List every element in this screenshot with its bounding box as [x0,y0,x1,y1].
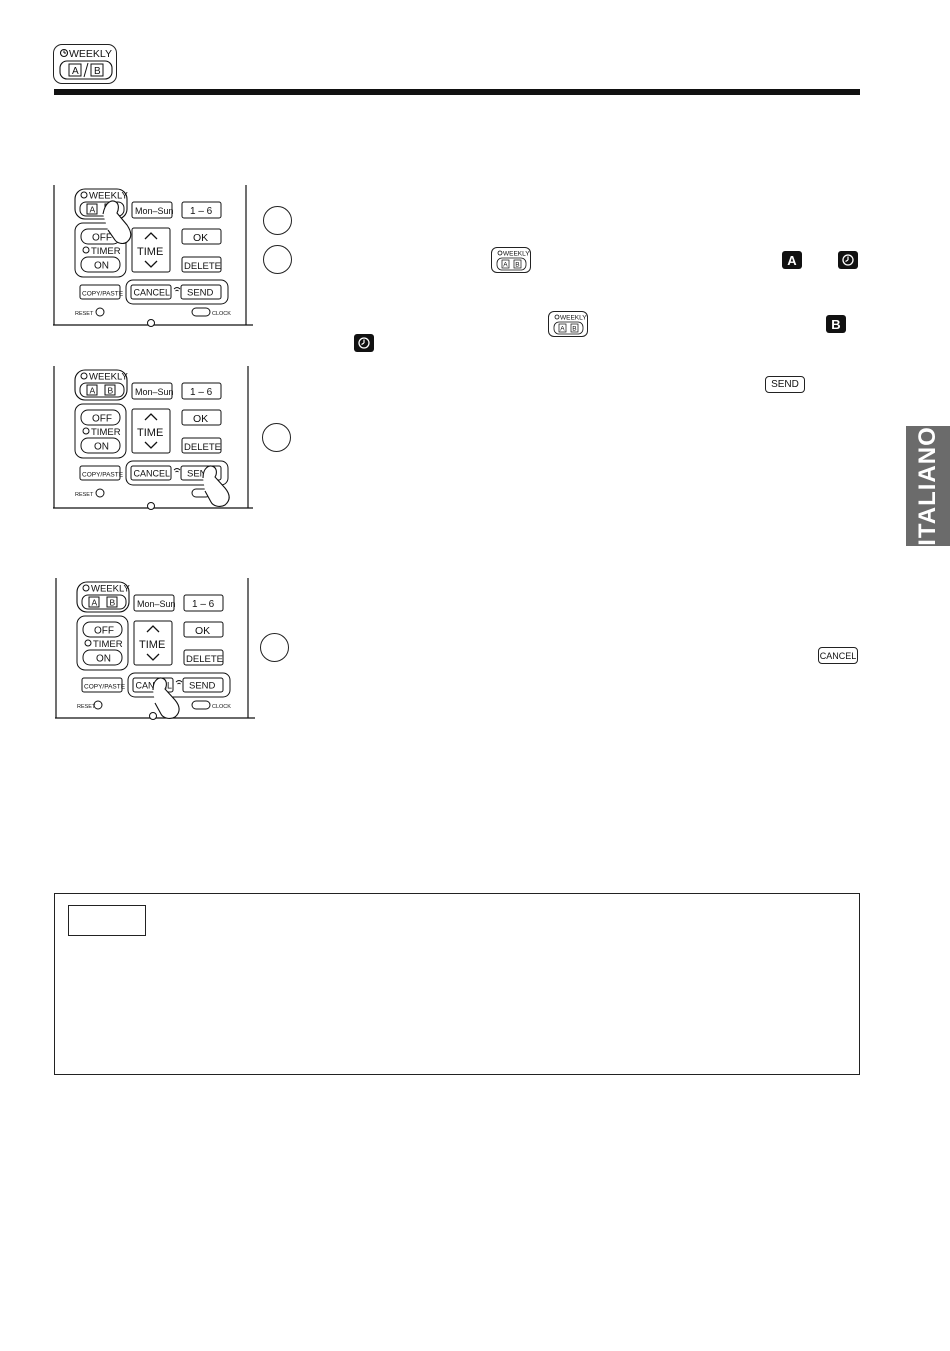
inline-send-button-icon: SEND [765,376,805,393]
remote3-clock-text: CLOCK [212,704,231,710]
remote2-copy-paste-text: COPY/PASTE [82,472,124,479]
inline2-b-text: B [572,326,576,333]
inline1-weekly-text: WEEKLY [503,251,530,258]
remote1-send-text: SEND [187,288,214,299]
note-label-box [68,905,146,936]
pressing-hand-icon [152,677,180,719]
remote2-on-text: ON [94,442,109,453]
step-circle-4 [260,633,289,662]
remote1-one-six-text: 1 – 6 [190,206,213,217]
remote3-b-text: B [110,598,116,608]
step-circle-1 [263,206,292,235]
clock-marker-icon [838,251,858,269]
remote-illustration-weekly: WEEKLY A B Mon–Sun 1 – 6 OFF TIMER ON TI… [53,185,253,330]
note-box [54,893,860,1075]
remote2-time-text: TIME [137,427,163,439]
remote1-ok-text: OK [193,232,208,244]
remote1-on-text: ON [94,261,109,272]
remote1-weekly-text: WEEKLY [89,191,129,202]
remote1-copy-paste-text: COPY/PASTE [82,291,124,298]
header-rule [54,89,860,95]
schedule-b-marker: B [826,315,846,333]
remote3-copy-paste-text: COPY/PASTE [84,684,126,691]
remote3-weekly-text: WEEKLY [91,584,131,595]
inline2-weekly-text: WEEKLY [560,315,587,322]
badge-b-text: B [94,66,101,77]
remote1-reset-text: RESET [75,311,94,317]
remote3-timer-text: TIMER [93,639,123,650]
remote2-mon-sun-text: Mon–Sun [135,387,174,397]
remote1-timer-text: TIMER [91,246,121,257]
wireless-icon [175,680,183,685]
remote1-off-text: OFF [92,233,112,244]
remote1-a-text: A [90,205,96,215]
remote2-a-text: A [90,386,96,396]
inline2-a-text: A [560,326,565,333]
remote2-one-six-text: 1 – 6 [190,387,213,398]
remote2-reset-text: RESET [75,492,94,498]
remote3-one-six-text: 1 – 6 [192,599,215,610]
weekly-ab-badge: WEEKLY A B [53,44,117,84]
remote3-time-text: TIME [139,639,165,651]
remote3-delete-text: DELETE [186,654,223,665]
inline-weekly-ab-icon: WEEKLY A B [548,311,588,337]
pressing-hand-icon [202,465,230,507]
remote3-reset-text: RESET [77,704,96,710]
remote2-timer-text: TIMER [91,427,121,438]
side-tab-label: ITALIANO [914,426,942,546]
badge-a-text: A [72,66,79,77]
remote2-delete-text: DELETE [184,442,221,453]
remote2-off-text: OFF [92,414,112,425]
inline-cancel-button-icon: CANCEL [818,647,858,664]
language-side-tab: ITALIANO [906,426,950,546]
remote3-a-text: A [92,598,98,608]
remote3-mon-sun-text: Mon–Sun [137,599,176,609]
weekly-ab-badge-drawing: WEEKLY A B [59,48,113,80]
wireless-icon [173,287,181,292]
remote3-send-text: SEND [189,681,216,692]
inline-weekly-ab-icon: WEEKLY A B [491,247,531,273]
remote3-off-text: OFF [94,626,114,637]
remote-illustration-cancel: WEEKLY A B Mon–Sun 1 – 6 OFF TIMER ON TI… [55,578,255,723]
remote1-clock-text: CLOCK [212,311,231,317]
step-circle-2 [263,245,292,274]
remote1-mon-sun-text: Mon–Sun [135,206,174,216]
remote2-ok-text: OK [193,413,208,425]
remote3-on-text: ON [96,654,111,665]
badge-weekly-text: WEEKLY [69,48,112,60]
remote2-weekly-text: WEEKLY [89,372,129,383]
inline1-a-text: A [503,262,508,269]
remote2-send-text: SEND [187,469,214,480]
remote2-cancel-text: CANCEL [134,469,171,479]
inline1-b-text: B [515,262,519,269]
wireless-icon [173,468,181,473]
clock-marker-icon [354,334,374,352]
remote3-ok-text: OK [195,625,210,637]
remote-illustration-send: WEEKLY A B Mon–Sun 1 – 6 OFF TIMER ON TI… [53,366,253,511]
remote2-b-text: B [108,386,114,396]
step-circle-3 [262,423,291,452]
clock-icon [59,48,69,58]
remote1-cancel-text: CANCEL [134,288,171,298]
schedule-a-marker: A [782,251,802,269]
remote1-time-text: TIME [137,246,163,258]
remote1-delete-text: DELETE [184,261,221,272]
pressing-hand-icon [102,200,132,245]
